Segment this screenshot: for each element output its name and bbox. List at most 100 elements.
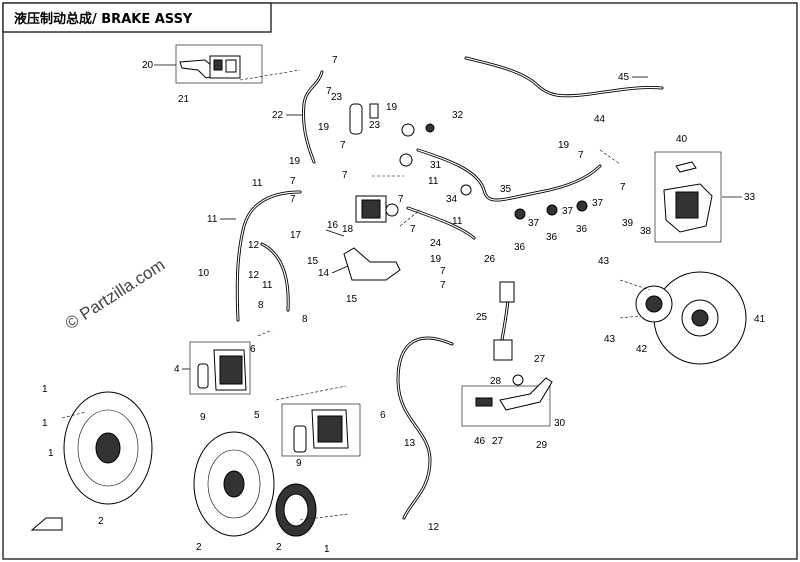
callout-12: 12	[248, 270, 260, 281]
callout-7: 7	[620, 182, 626, 193]
callout-15: 15	[307, 256, 319, 267]
callout-7: 7	[340, 140, 346, 151]
callout-7: 7	[290, 176, 296, 187]
callout-7: 7	[342, 170, 348, 181]
callout-11: 11	[452, 216, 463, 227]
callout-7: 7	[578, 150, 584, 161]
callout-1: 1	[42, 384, 48, 395]
callout-1: 1	[48, 448, 54, 459]
callout-39: 39	[622, 218, 634, 229]
callout-5: 5	[254, 410, 260, 421]
callout-2: 2	[98, 516, 104, 527]
fittings	[349, 103, 588, 220]
callout-12: 12	[428, 522, 440, 533]
callout-labels: 20 21 22 7 7 19 7 23 23 19 32 44 45 40 1…	[42, 55, 766, 555]
callout-16: 16	[327, 220, 339, 231]
callout-41: 41	[754, 314, 766, 325]
callout-9: 9	[296, 458, 302, 469]
callout-40: 40	[676, 134, 688, 145]
title-box	[2, 2, 272, 33]
callout-19: 19	[318, 122, 330, 133]
callout-23: 23	[369, 120, 381, 131]
callout-37: 37	[528, 218, 540, 229]
rear-master-cylinder	[493, 281, 515, 361]
callout-8: 8	[258, 300, 264, 311]
callout-8: 8	[302, 314, 308, 325]
callout-6: 6	[380, 410, 386, 421]
callout-32: 32	[452, 110, 464, 121]
front-left-disc	[63, 391, 153, 505]
callout-9: 9	[200, 412, 206, 423]
callout-17: 17	[290, 230, 302, 241]
callout-24: 24	[430, 238, 442, 249]
callout-11: 11	[252, 178, 263, 189]
callout-29: 29	[536, 440, 548, 451]
callout-18: 18	[342, 224, 354, 235]
callout-37: 37	[592, 198, 604, 209]
callout-7: 7	[332, 55, 338, 66]
callout-12: 12	[248, 240, 260, 251]
callout-21: 21	[178, 94, 190, 105]
callout-19: 19	[430, 254, 442, 265]
rear-caliper	[654, 151, 722, 243]
front-master-cylinder	[175, 44, 263, 84]
callout-11: 11	[262, 280, 273, 291]
callout-38: 38	[640, 226, 652, 237]
callout-42: 42	[636, 344, 648, 355]
callout-11: 11	[428, 176, 439, 187]
callout-15: 15	[346, 294, 358, 305]
callout-25: 25	[476, 312, 488, 323]
abs-tone-ring	[275, 483, 317, 537]
callout-7: 7	[440, 266, 446, 277]
brake-pedal	[461, 374, 553, 427]
callout-36: 36	[576, 224, 588, 235]
callout-31: 31	[430, 160, 442, 171]
callout-7: 7	[326, 86, 332, 97]
callout-2: 2	[196, 542, 202, 553]
callout-33: 33	[744, 192, 756, 203]
callout-19: 19	[289, 156, 301, 167]
callout-22: 22	[272, 110, 284, 121]
rear-disc	[653, 271, 747, 365]
callout-44: 44	[594, 114, 606, 125]
callout-26: 26	[484, 254, 496, 265]
callout-14: 14	[318, 268, 330, 279]
callout-10: 10	[198, 268, 210, 279]
callout-19: 19	[558, 140, 570, 151]
callout-11: 11	[207, 214, 218, 225]
callout-35: 35	[500, 184, 512, 195]
callout-19: 19	[386, 102, 398, 113]
callout-7: 7	[290, 194, 296, 205]
callout-27: 27	[534, 354, 546, 365]
leader-lines	[61, 69, 651, 521]
callout-4: 4	[174, 364, 180, 375]
callout-30: 30	[554, 418, 566, 429]
callout-43: 43	[604, 334, 616, 345]
diagram-title: 液压制动总成/ BRAKE ASSY	[14, 11, 193, 27]
callout-23: 23	[331, 92, 343, 103]
front-right-caliper	[281, 403, 361, 457]
callout-37: 37	[562, 206, 574, 217]
callout-28: 28	[490, 376, 502, 387]
callout-36: 36	[546, 232, 558, 243]
callout-27: 27	[492, 436, 504, 447]
watermark: © Partzilla.com	[62, 255, 168, 333]
callout-13: 13	[404, 438, 416, 449]
callout-2: 2	[276, 542, 282, 553]
callout-7: 7	[398, 194, 404, 205]
callout-1: 1	[42, 418, 48, 429]
callout-34: 34	[446, 194, 458, 205]
callout-45: 45	[618, 72, 630, 83]
forward-arrow-icon	[30, 517, 63, 531]
abs-unit	[355, 195, 399, 223]
callout-7: 7	[440, 280, 446, 291]
abs-bracket	[325, 229, 401, 281]
callout-1: 1	[324, 544, 330, 555]
brake-hoses	[235, 56, 664, 520]
callout-36: 36	[514, 242, 526, 253]
rear-hub	[635, 285, 673, 323]
callout-43: 43	[598, 256, 610, 267]
callout-46: 46	[474, 436, 486, 447]
